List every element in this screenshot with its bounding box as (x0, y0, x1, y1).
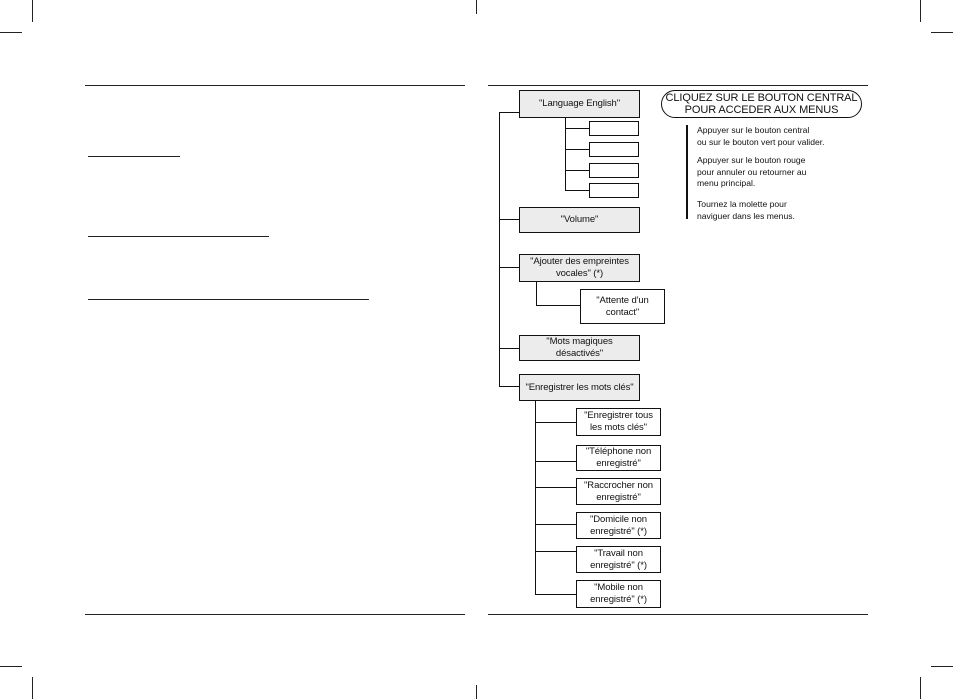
instruction-cancel-line-1: Appuyer sur le bouton rouge (697, 155, 806, 165)
keyword-node-work: "Travail non enregistré" (*) (576, 546, 661, 573)
instruction-cancel-line-2: pour annuler ou retourner au (697, 166, 807, 177)
branch-voiceprints (499, 267, 519, 268)
instruction-validate-line-2: ou sur le bouton vert pour valider. (697, 136, 825, 147)
language-option-3 (589, 163, 639, 178)
heading-underline-3 (88, 299, 369, 300)
menu-node-language: "Language English" (519, 90, 640, 118)
language-option-2 (589, 142, 639, 157)
banner-line-2: POUR ACCEDER AUX MENUS (684, 104, 839, 116)
instruction-navigate-line-1: Tournez la molette pour (697, 199, 787, 209)
branch-language (499, 112, 519, 113)
language-sub-1 (565, 128, 589, 129)
menu-node-keywords: "Enregistrer les mots clés" (519, 374, 640, 401)
keyword-node-hang-up: "Raccrocher non enregistré" (576, 478, 661, 505)
menu-node-voiceprints: "Ajouter des empreintes vocales" (*) (519, 254, 640, 282)
language-sub-2 (565, 149, 589, 150)
access-menus-banner: CLIQUEZ SUR LE BOUTON CENTRAL POUR ACCED… (661, 90, 862, 118)
crop-mark-top-left-h (0, 32, 22, 33)
crop-mark-top-right-h (931, 32, 953, 33)
branch-magic-words (499, 348, 519, 349)
crop-mark-top-left-v (32, 0, 33, 22)
branch-keywords (499, 386, 519, 387)
crop-mark-bottom-left-h (0, 666, 22, 667)
heading-underline-1 (88, 156, 180, 157)
language-option-1 (589, 121, 639, 136)
keyword-node-all: "Enregistrer tous les mots clés" (576, 408, 661, 436)
right-page-bottom-rule (488, 614, 868, 615)
crop-mark-bottom-center (476, 685, 477, 699)
keyword-node-phone: "Téléphone non enregistré" (576, 445, 661, 471)
language-sub-3 (565, 170, 589, 171)
crop-mark-top-center (476, 0, 477, 14)
keyword-node-mobile: "Mobile non enregistré" (*) (576, 580, 661, 608)
crop-mark-top-right-v (920, 0, 921, 22)
menu-node-magic-words: "Mots magiques désactivés" (519, 335, 640, 361)
instruction-cancel-line-3: menu principal. (697, 178, 756, 188)
submenu-node-waiting-contact: "Attente d'un contact" (580, 289, 665, 324)
language-sub-trunk (565, 118, 566, 191)
keywords-sub-2 (535, 461, 576, 462)
crop-mark-bottom-right-h (931, 666, 953, 667)
voiceprints-sub-trunk (536, 282, 537, 306)
menu-node-volume: "Volume" (519, 207, 640, 233)
keyword-node-home: "Domicile non enregistré" (*) (576, 512, 661, 539)
crop-mark-bottom-left-v (32, 677, 33, 699)
instruction-validate-line-1: Appuyer sur le bouton central (697, 125, 810, 135)
language-sub-4 (565, 190, 589, 191)
instruction-cancel: Appuyer sur le bouton rouge pour annuler… (697, 155, 806, 190)
instruction-navigate-line-2: naviguer dans les menus. (697, 210, 795, 221)
keywords-sub-3 (535, 487, 576, 488)
keywords-sub-4 (535, 524, 576, 525)
crop-mark-bottom-right-v (920, 677, 921, 699)
instructions-bar (686, 125, 688, 219)
instruction-validate: Appuyer sur le bouton central ou sur le … (697, 125, 825, 148)
keywords-sub-trunk (535, 401, 536, 595)
voiceprints-sub-1 (536, 305, 580, 306)
left-page-bottom-rule (85, 614, 465, 615)
branch-volume (499, 219, 519, 220)
keywords-sub-1 (535, 422, 576, 423)
trunk-line (499, 112, 500, 387)
right-page-top-rule (488, 85, 868, 86)
keywords-sub-5 (535, 551, 576, 552)
banner-line-1: CLIQUEZ SUR LE BOUTON CENTRAL (665, 92, 858, 104)
keywords-sub-6 (535, 594, 576, 595)
language-option-4 (589, 183, 639, 198)
instruction-navigate: Tournez la molette pour naviguer dans le… (697, 199, 795, 222)
heading-underline-2 (88, 236, 269, 237)
left-page-top-rule (85, 85, 465, 86)
